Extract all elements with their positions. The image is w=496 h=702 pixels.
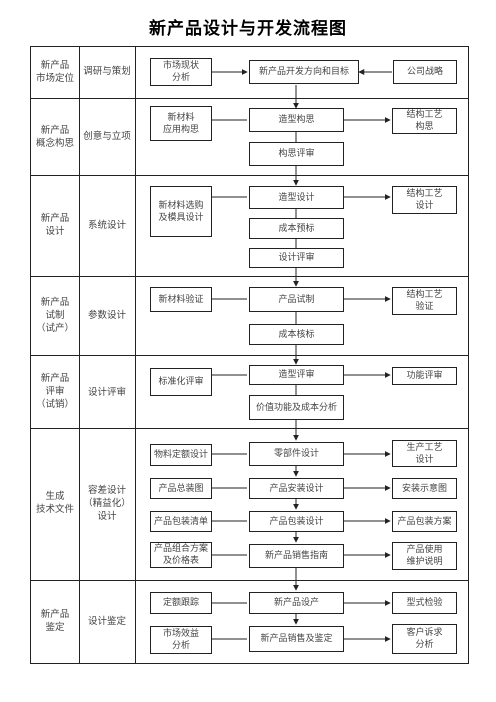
- product-setup-box: 新产品设产: [249, 592, 344, 614]
- row-divider: [30, 355, 469, 356]
- package-plan-box: 产品包装方案: [392, 511, 457, 532]
- cost-estimate-box: 成本预标: [249, 218, 344, 239]
- install-diagram-box: 安装示意图: [392, 478, 457, 499]
- process-design-box: 结构工艺 设计: [392, 186, 457, 214]
- prototype-box: 产品试制: [249, 287, 344, 312]
- package-design-box: 产品包装设计: [249, 511, 344, 532]
- activity-label-system: 系统设计: [87, 220, 126, 231]
- stage-label-design: 新产品 设计: [40, 213, 70, 237]
- row-divider: [30, 175, 469, 176]
- activity-label-research: 调研与策划: [83, 66, 131, 77]
- value-analysis-box: 价值功能及成本分析: [249, 395, 344, 420]
- market-benefit-box: 市场效益 分析: [150, 626, 212, 654]
- stage-label-review: 新产品 评审 （试销）: [35, 373, 74, 410]
- process-concept-box: 结构工艺 构思: [392, 108, 457, 134]
- company-strategy-box: 公司战略: [393, 60, 457, 84]
- sales-guide-box: 新产品销售指南: [249, 544, 344, 568]
- page-title: 新产品设计与开发流程图: [149, 19, 347, 39]
- activity-label-tolerance: 容差设计 （精益化） 设计: [83, 485, 131, 522]
- package-list-box: 产品包装清单: [150, 511, 212, 532]
- row-divider: [30, 428, 469, 429]
- process-verify-box: 结构工艺 验证: [392, 287, 457, 315]
- sales-appraisal-box: 新产品销售及鉴定: [249, 626, 344, 652]
- styling-design-box: 造型设计: [249, 186, 344, 209]
- activity-label-appraisal: 设计鉴定: [87, 616, 126, 627]
- styling-review-box: 造型评审: [249, 365, 344, 385]
- stage-label-appraisal: 新产品 鉴定: [40, 609, 70, 633]
- assembly-drawing-box: 产品总装图: [150, 478, 212, 499]
- complaint-analysis-box: 客户诉求 分析: [392, 624, 457, 654]
- stage-label-market: 新产品 市场定位: [35, 60, 74, 84]
- usage-guide-box: 产品使用 维护说明: [392, 542, 457, 570]
- material-mold-box: 新材料选购 及模具设计: [150, 186, 212, 237]
- market-analysis-box: 市场现状 分析: [150, 58, 212, 86]
- function-review-box: 功能评审: [392, 367, 457, 385]
- type-test-box: 型式检验: [392, 592, 457, 614]
- row-divider: [30, 276, 469, 277]
- standard-review-box: 标准化评审: [150, 368, 212, 396]
- material-verify-box: 新材料验证: [150, 287, 212, 312]
- material-quota-box: 物料定额设计: [150, 444, 212, 466]
- activity-label-parameter: 参数设计: [87, 310, 126, 321]
- row-divider: [30, 580, 469, 581]
- activity-label-design-review: 设计评审: [87, 387, 126, 398]
- quota-tracking-box: 定额跟踪: [150, 592, 212, 614]
- material-concept-box: 新材料 应用构思: [150, 106, 212, 141]
- combo-pricing-box: 产品组合方案 及价格表: [150, 542, 212, 568]
- parts-design-box: 零部件设计: [249, 442, 344, 466]
- activity-label-initiation: 创意与立项: [83, 131, 131, 142]
- row-divider: [30, 98, 469, 99]
- concept-review-box: 构思评审: [249, 142, 344, 166]
- cost-check-box: 成本核标: [249, 324, 344, 345]
- stage-label-trial: 新产品 试制 （试产）: [35, 297, 74, 334]
- styling-concept-box: 造型构思: [249, 108, 344, 132]
- dev-direction-box: 新产品开发方向和目标: [249, 60, 359, 84]
- install-design-box: 产品安装设计: [249, 478, 344, 499]
- stage-label-tech-docs: 生成 技术文件: [35, 491, 74, 515]
- stage-label-concept: 新产品 概念构思: [35, 125, 74, 149]
- production-process-box: 生产工艺 设计: [392, 440, 457, 467]
- design-review-box: 设计评审: [249, 248, 344, 268]
